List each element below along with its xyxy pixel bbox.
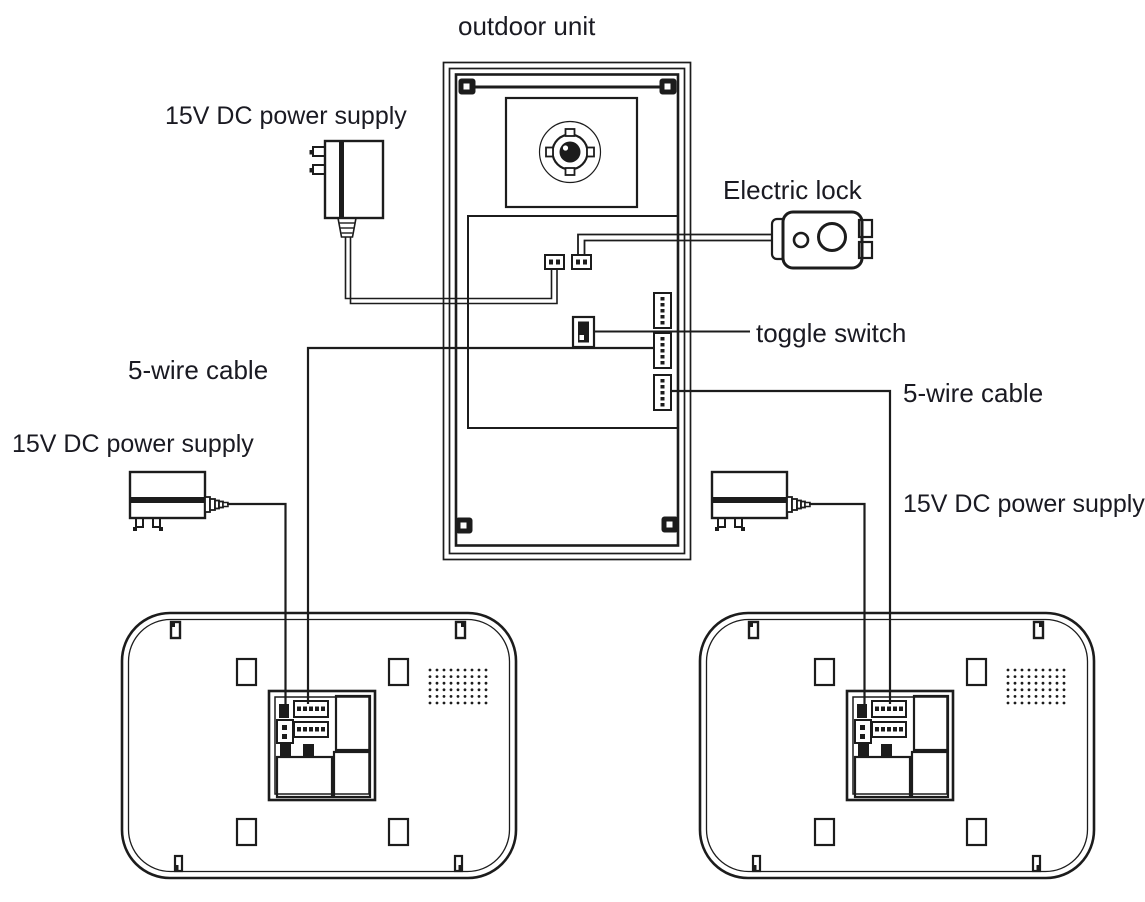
electric-lock [770,210,874,270]
label-five-wire-cable-right: 5-wire cable [903,378,1043,408]
monitor-right-power-wire [809,502,866,707]
outdoor-power-wire [344,237,553,300]
lock-connector-2pin [571,254,592,270]
label-power-supply-monitor-right: 15V DC power supply [903,490,1145,518]
mount-clip-top-left [458,78,476,95]
label-toggle-switch: toggle switch [756,318,906,348]
power-supply-monitor-left [128,470,230,533]
power-supply-monitor-right [710,470,812,533]
lock-wire-2 [583,239,773,255]
monitor-connector-1 [653,292,672,329]
lock-wire [577,233,773,255]
label-five-wire-cable-left: 5-wire cable [128,355,268,385]
indoor-monitor-left [122,613,516,878]
label-power-supply-monitor-left: 15V DC power supply [12,430,254,458]
label-outdoor-unit: outdoor unit [458,11,596,41]
mount-clip-top-right [659,78,677,95]
monitor-connector-2 [653,332,672,369]
monitor-left-power-wire [227,502,287,707]
mount-clip-bottom-right [661,516,679,533]
label-electric-lock: Electric lock [723,175,863,205]
five-wire-cable-right [671,389,892,704]
power-supply-outdoor [309,139,385,238]
five-wire-cable-left [306,346,654,704]
mount-clip-bottom-left [455,517,473,534]
label-power-supply-outdoor: 15V DC power supply [165,102,407,130]
camera-icon [504,96,639,209]
monitor-connector-3 [653,374,672,411]
outdoor-unit [442,61,692,561]
terminal-panel [467,215,679,429]
toggle-switch [571,315,596,349]
indoor-monitor-right [700,613,1094,878]
power-connector-2pin [544,254,565,270]
outdoor-power-wire-2 [349,237,558,305]
